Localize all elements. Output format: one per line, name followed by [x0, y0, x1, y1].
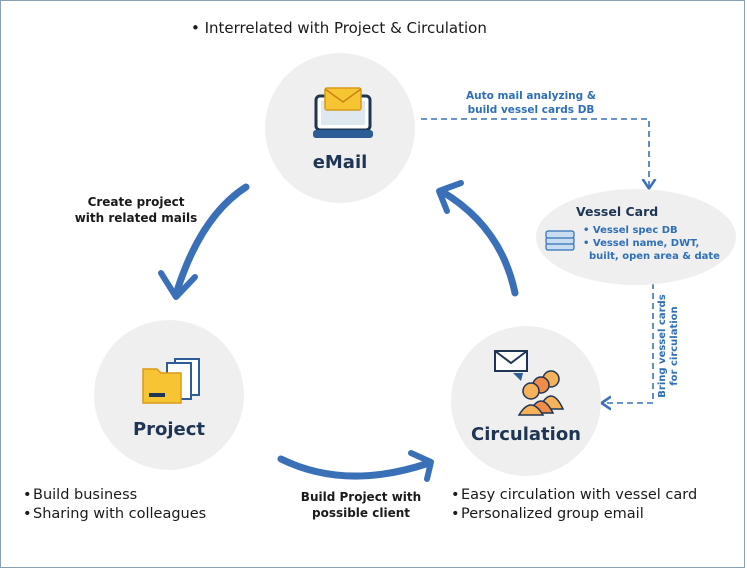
cycle-arrowhead-email: [436, 180, 464, 214]
edge-label-line: Bring vessel cards: [657, 294, 668, 398]
vessel-card-item: • Vessel name, DWT,: [583, 238, 700, 249]
bullet-text: Sharing with colleagues: [33, 506, 207, 522]
edge-label-line: Auto mail analyzing &: [466, 90, 596, 102]
cycle-arrowhead-circulation: [408, 450, 434, 482]
edge-label-line: possible client: [311, 506, 410, 520]
cycle-arrow-circulation-to-email: [437, 187, 519, 297]
vessel-card-title: Vessel Card: [576, 204, 659, 219]
folders-icon: [142, 358, 200, 404]
vessel-card-items: • Vessel spec DB • Vessel name, DWT, bui…: [583, 224, 720, 263]
bullet-text: Personalized group email: [461, 506, 644, 522]
project-bullet-list: •Build business •Sharing with colleagues: [23, 486, 206, 524]
bullet-text: Build business: [33, 487, 138, 503]
edge-label-email-to-project: Create project with related mails: [51, 194, 221, 226]
dashed-arrow-vessel-to-circulation: [603, 283, 654, 403]
list-item: •Build business: [23, 487, 138, 503]
vessel-card-item: • Vessel spec DB: [583, 225, 678, 236]
edge-label-line: Build Project with: [300, 490, 422, 504]
cycle-arrow-email-to-project: [173, 183, 250, 295]
list-item: •Easy circulation with vessel card: [451, 487, 698, 503]
bullet-text: Easy circulation with vessel card: [461, 487, 698, 503]
project-label: Project: [132, 419, 206, 440]
dashed-arrow-email-to-vessel: [421, 118, 649, 187]
circulation-label: Circulation: [470, 424, 581, 445]
list-item: •Sharing with colleagues: [23, 506, 207, 522]
edge-label-email-to-vessel: Auto mail analyzing & build vessel cards…: [451, 89, 611, 117]
edge-label-line: Create project: [87, 195, 185, 209]
edge-label-project-to-circulation: Build Project with possible client: [281, 489, 441, 521]
edge-label-line: for circulation: [669, 306, 680, 386]
list-item: •Personalized group email: [451, 506, 644, 522]
edge-label-line: with related mails: [74, 211, 198, 225]
edge-label-line: build vessel cards DB: [467, 104, 595, 116]
stack-icon: [545, 230, 575, 251]
email-label: eMail: [312, 152, 368, 173]
header-note: • Interrelated with Project & Circulatio…: [191, 19, 487, 37]
circulation-bullet-list: •Easy circulation with vessel card •Pers…: [451, 486, 697, 524]
vessel-card-item: built, open area & date: [589, 251, 720, 262]
email-computer-icon: [313, 87, 373, 138]
cycle-arrowhead-project: [158, 270, 198, 300]
edge-label-vessel-to-circulation: Bring vessel cards for circulation: [657, 291, 681, 401]
cycle-arrow-project-to-circulation: [277, 455, 433, 480]
people-mail-icon: [494, 350, 565, 416]
